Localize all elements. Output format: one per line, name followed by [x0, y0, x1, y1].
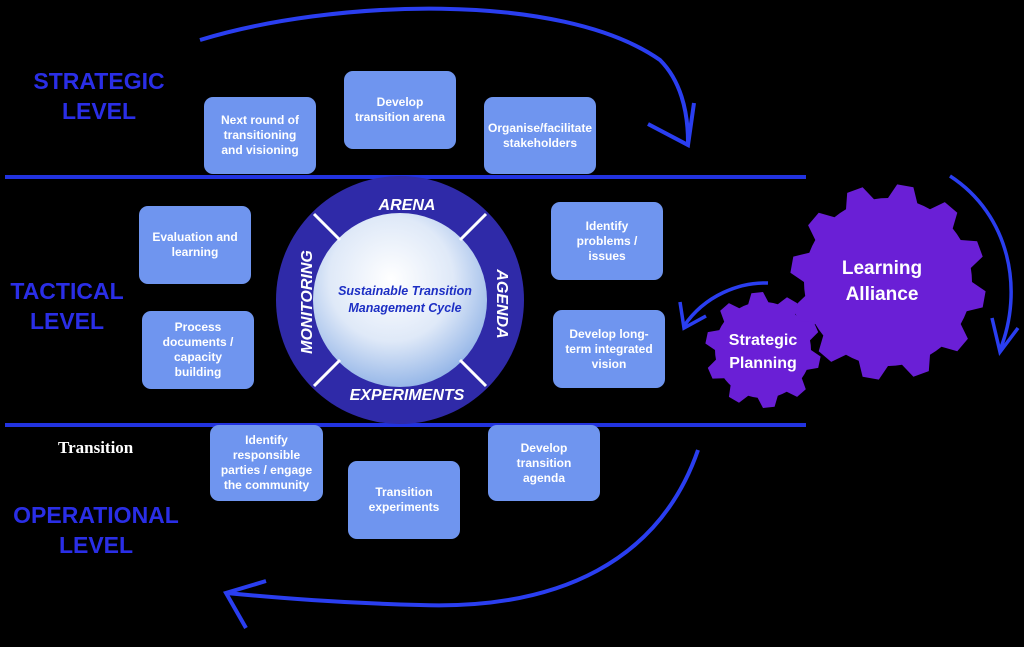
cycle-inner-disc [313, 213, 487, 387]
ring-label-experiments: EXPERIMENTS [350, 387, 465, 404]
box-line: parties / engage [220, 463, 313, 477]
strategic-level-line1: STRATEGIC [33, 68, 165, 94]
box-line: Develop [520, 440, 568, 455]
learning-alliance-gear [790, 184, 986, 380]
transition-label: Transition [58, 438, 134, 457]
box-line: Identify [585, 218, 629, 233]
box-line: issues [588, 248, 626, 263]
box-line: and visioning [221, 143, 299, 157]
cycle-center-title: Sustainable Transition Management Cycle [318, 283, 492, 317]
box-line: Identify [245, 433, 288, 447]
box-line: stakeholders [502, 135, 578, 150]
top-cycle-arrowhead [647, 102, 696, 149]
operational-level-line1: OPERATIONAL [13, 502, 179, 528]
ring-label-agenda: AGENDA [493, 268, 510, 338]
box-line: the community [223, 478, 310, 492]
box-line: Evaluation and [152, 230, 238, 244]
bottom-cycle-arrowhead [223, 579, 267, 629]
strategic-level-line2: LEVEL [61, 98, 137, 124]
box-line: Transition [375, 485, 433, 499]
ring-label-monitoring: MONITORING [299, 250, 316, 354]
cycle-center-line1: Sustainable Transition [338, 284, 472, 298]
box-line: Next round of [221, 113, 299, 127]
strategic-planning-label: Strategic Planning [708, 329, 818, 375]
cycle-separators [312, 212, 488, 388]
box-line: agenda [522, 470, 565, 485]
planning-feed-arrow [682, 281, 769, 327]
top-cycle-arrow [199, 6, 690, 143]
box-line: transitioning [223, 128, 297, 142]
gear-line: Strategic [728, 332, 798, 349]
ring-label-arena: ARENA [378, 197, 436, 214]
box-line: Organise/facilitate [487, 120, 593, 135]
box-line: Process [174, 320, 222, 334]
box-line: learning [171, 245, 219, 259]
bottom-cycle-arrow [225, 449, 700, 608]
box-line: building [174, 365, 222, 379]
tactical-level-line1: TACTICAL [10, 278, 124, 304]
box-line: Develop [376, 95, 424, 109]
operational-level-label: OPERATIONAL LEVEL [0, 500, 192, 560]
cycle-center-line2: Management Cycle [348, 301, 462, 315]
tactical-level-line2: LEVEL [29, 308, 105, 334]
planning-feed-arrowhead [678, 301, 707, 331]
gear-line: Alliance [845, 284, 919, 305]
box-line: documents / [162, 335, 234, 349]
box-line: vision [591, 356, 627, 371]
box-line: Develop long- [569, 326, 649, 341]
strategic-planning-gear [705, 292, 821, 408]
strategic-level-label: STRATEGIC LEVEL [18, 66, 180, 126]
operational-level-line2: LEVEL [58, 532, 134, 558]
box-line: capacity [173, 350, 223, 364]
box-line: responsible [232, 448, 301, 462]
right-outer-arrowhead [990, 317, 1020, 357]
right-outer-arrow [949, 174, 1013, 351]
box-line: transition arena [354, 110, 446, 124]
box-line: transition [516, 455, 572, 470]
learning-alliance-label: Learning Alliance [822, 256, 942, 308]
box-line: term integrated [565, 341, 653, 356]
gear-line: Planning [729, 355, 797, 372]
box-line: experiments [368, 500, 440, 514]
box-line: problems / [576, 233, 638, 248]
tactical-level-label: TACTICAL LEVEL [0, 276, 134, 336]
gear-line: Learning [841, 258, 923, 279]
